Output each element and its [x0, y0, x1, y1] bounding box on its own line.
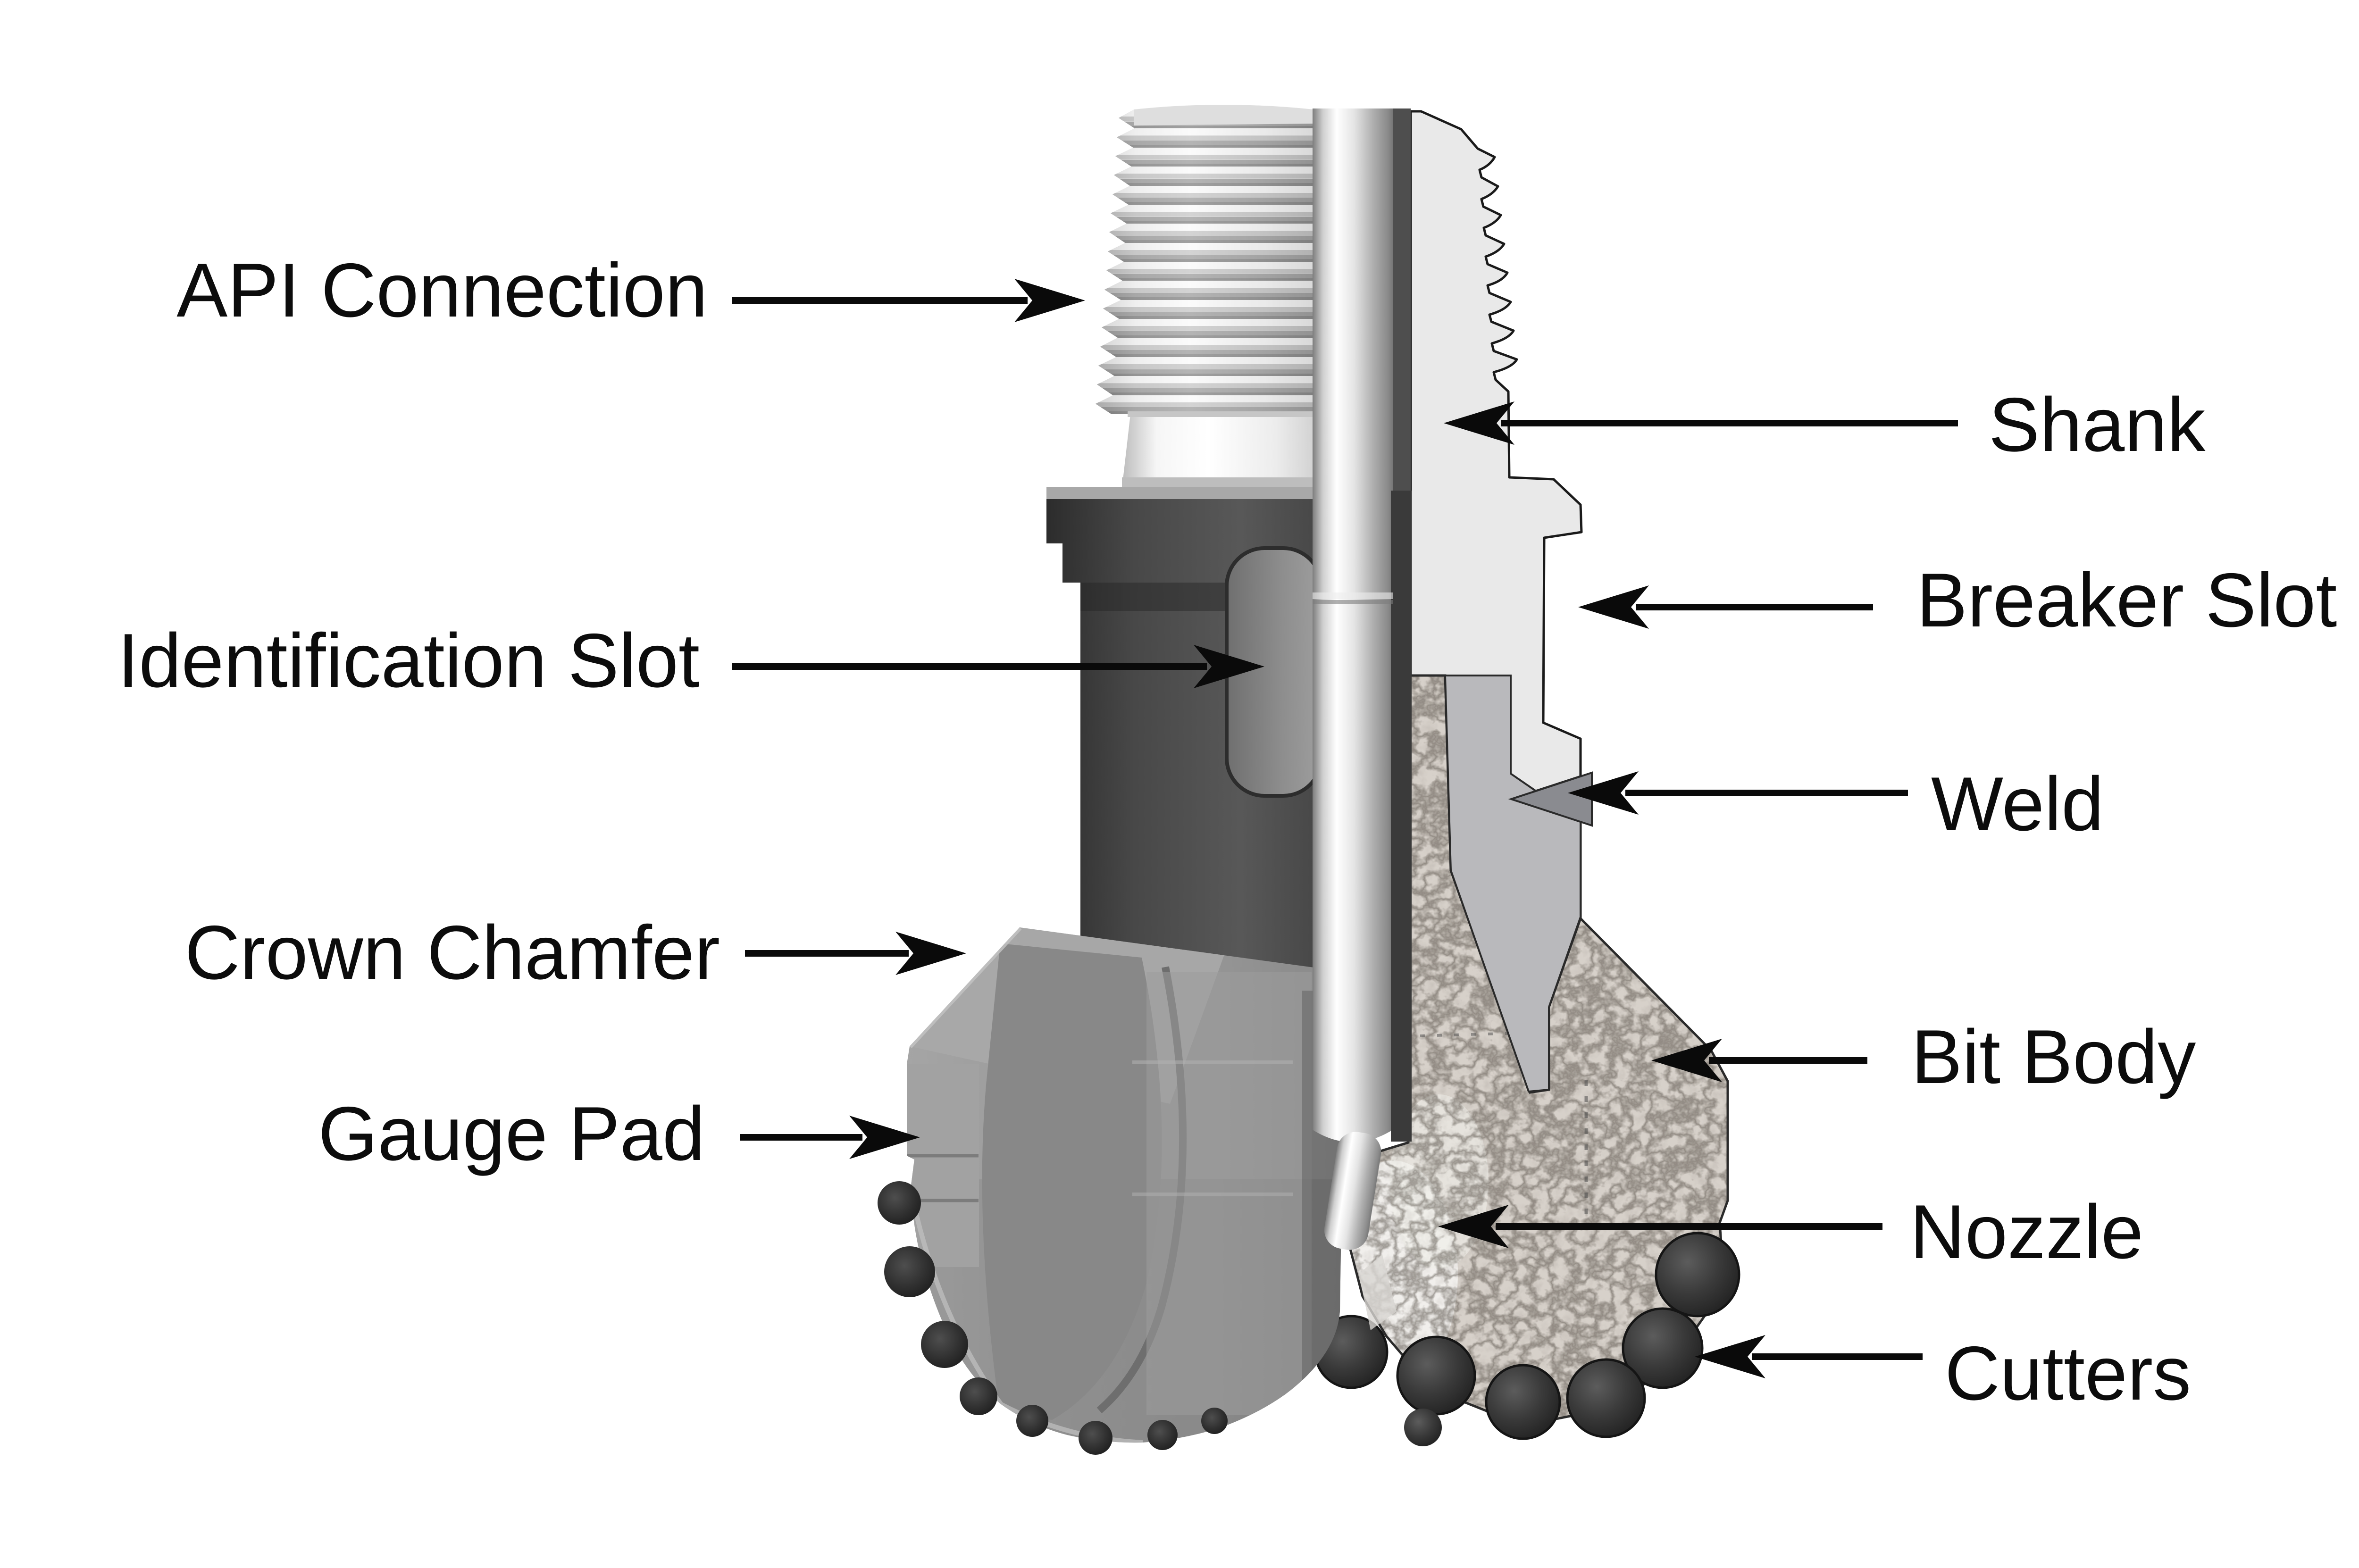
svg-text:Crown Chamfer: Crown Chamfer — [185, 910, 720, 995]
svg-text:API Connection: API Connection — [176, 248, 708, 333]
svg-text:Nozzle: Nozzle — [1910, 1189, 2143, 1275]
svg-text:Gauge Pad: Gauge Pad — [318, 1091, 705, 1176]
svg-text:Shank: Shank — [1989, 382, 2206, 467]
svg-text:Identification Slot: Identification Slot — [117, 618, 700, 703]
svg-text:Cutters: Cutters — [1945, 1331, 2191, 1416]
svg-text:Bit Body: Bit Body — [1911, 1014, 2196, 1100]
svg-text:Weld: Weld — [1931, 761, 2104, 847]
svg-text:Breaker Slot: Breaker Slot — [1916, 558, 2337, 643]
